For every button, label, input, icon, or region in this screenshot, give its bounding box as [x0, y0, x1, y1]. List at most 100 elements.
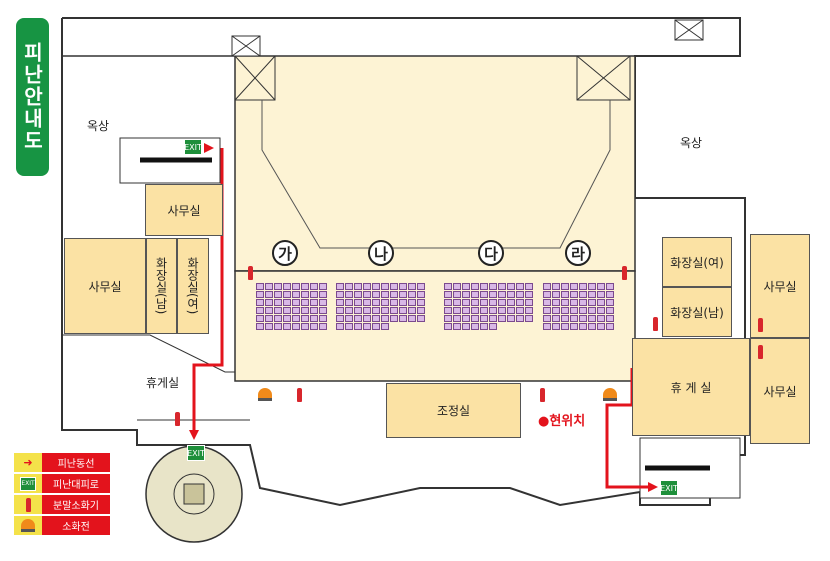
- seat: [606, 291, 614, 298]
- seat: [283, 299, 291, 306]
- seat: [444, 323, 452, 330]
- seat: [543, 323, 551, 330]
- control-room-label: 조정실: [436, 404, 471, 418]
- seat: [579, 299, 587, 306]
- seat: [444, 299, 452, 306]
- seat: [462, 323, 470, 330]
- seat-block-da: [444, 283, 533, 330]
- seat: [310, 323, 318, 330]
- seat: [399, 315, 407, 322]
- seat: [597, 283, 605, 290]
- seat: [543, 315, 551, 322]
- seat: [310, 315, 318, 322]
- legend-item: ➜ 피난동선: [14, 453, 110, 472]
- seat: [354, 323, 362, 330]
- seat: [579, 283, 587, 290]
- seat: [399, 291, 407, 298]
- seat: [354, 291, 362, 298]
- office-right-lower: 사무실: [750, 338, 810, 444]
- fire-extinguisher-icon: [758, 318, 763, 332]
- seat: [471, 307, 479, 314]
- seat: [489, 299, 497, 306]
- seat: [274, 323, 282, 330]
- alarm-mini: [21, 519, 35, 532]
- restroom-female-left: 화장실(여): [177, 238, 209, 334]
- seat: [561, 299, 569, 306]
- legend-label: 소화전: [42, 516, 110, 535]
- lounge-left-label: 휴게실: [146, 376, 180, 390]
- seat: [552, 283, 560, 290]
- seat: [507, 291, 515, 298]
- section-marker: 나: [368, 240, 394, 266]
- seat: [444, 315, 452, 322]
- seat: [480, 307, 488, 314]
- seat: [597, 307, 605, 314]
- seat: [256, 323, 264, 330]
- seat: [363, 307, 371, 314]
- seat: [390, 315, 398, 322]
- seat: [336, 315, 344, 322]
- seat: [588, 291, 596, 298]
- legend-item: 소화전: [14, 516, 110, 535]
- seat: [292, 291, 300, 298]
- section-marker: 가: [272, 240, 298, 266]
- seat: [354, 315, 362, 322]
- seat: [570, 307, 578, 314]
- legend-item: EXIT 피난대피로: [14, 474, 110, 493]
- seat: [265, 323, 273, 330]
- legend-label: 피난대피로: [42, 474, 110, 493]
- seat: [462, 299, 470, 306]
- seat: [319, 299, 327, 306]
- seat: [579, 315, 587, 322]
- restroom-male-right: 화장실(남): [662, 287, 732, 337]
- seat: [310, 291, 318, 298]
- seat: [399, 299, 407, 306]
- seat: [408, 307, 416, 314]
- restroom-male-left: 화장실(남): [146, 238, 177, 334]
- seat: [265, 283, 273, 290]
- seat: [552, 315, 560, 322]
- restroom-male-left-label: 화장실(남): [154, 257, 168, 315]
- seat: [471, 323, 479, 330]
- hall-upper: [234, 55, 636, 272]
- seat: [256, 291, 264, 298]
- seat: [283, 291, 291, 298]
- seat: [552, 299, 560, 306]
- legend-label: 분말소화기: [42, 495, 110, 514]
- evacuation-route-arrow-icon: ➜: [14, 453, 42, 472]
- seat: [345, 291, 353, 298]
- seat: [345, 307, 353, 314]
- seat: [606, 315, 614, 322]
- seat: [471, 315, 479, 322]
- seat: [525, 315, 533, 322]
- seat: [363, 323, 371, 330]
- seat: [507, 299, 515, 306]
- seat: [444, 283, 452, 290]
- seat: [453, 323, 461, 330]
- fire-extinguisher-icon: [540, 388, 545, 402]
- seat: [265, 291, 273, 298]
- seat: [408, 299, 416, 306]
- seat: [256, 315, 264, 322]
- rooftop-left-label: 옥상: [87, 119, 110, 133]
- fire-hydrant-alarm-icon: [14, 516, 42, 535]
- seat: [301, 307, 309, 314]
- seat: [274, 283, 282, 290]
- fire-extinguisher-icon: [14, 495, 42, 514]
- seat: [444, 291, 452, 298]
- seat: [561, 283, 569, 290]
- seat: [381, 323, 389, 330]
- section-marker: 다: [478, 240, 504, 266]
- seat: [453, 283, 461, 290]
- seat: [363, 283, 371, 290]
- seat: [507, 283, 515, 290]
- seat: [561, 323, 569, 330]
- seat: [516, 315, 524, 322]
- seat: [507, 315, 515, 322]
- seat: [265, 315, 273, 322]
- seat: [372, 307, 380, 314]
- seat: [597, 323, 605, 330]
- control-room: 조정실: [386, 383, 521, 438]
- seat: [345, 323, 353, 330]
- restroom-female-right-label: 화장실(여): [670, 255, 724, 270]
